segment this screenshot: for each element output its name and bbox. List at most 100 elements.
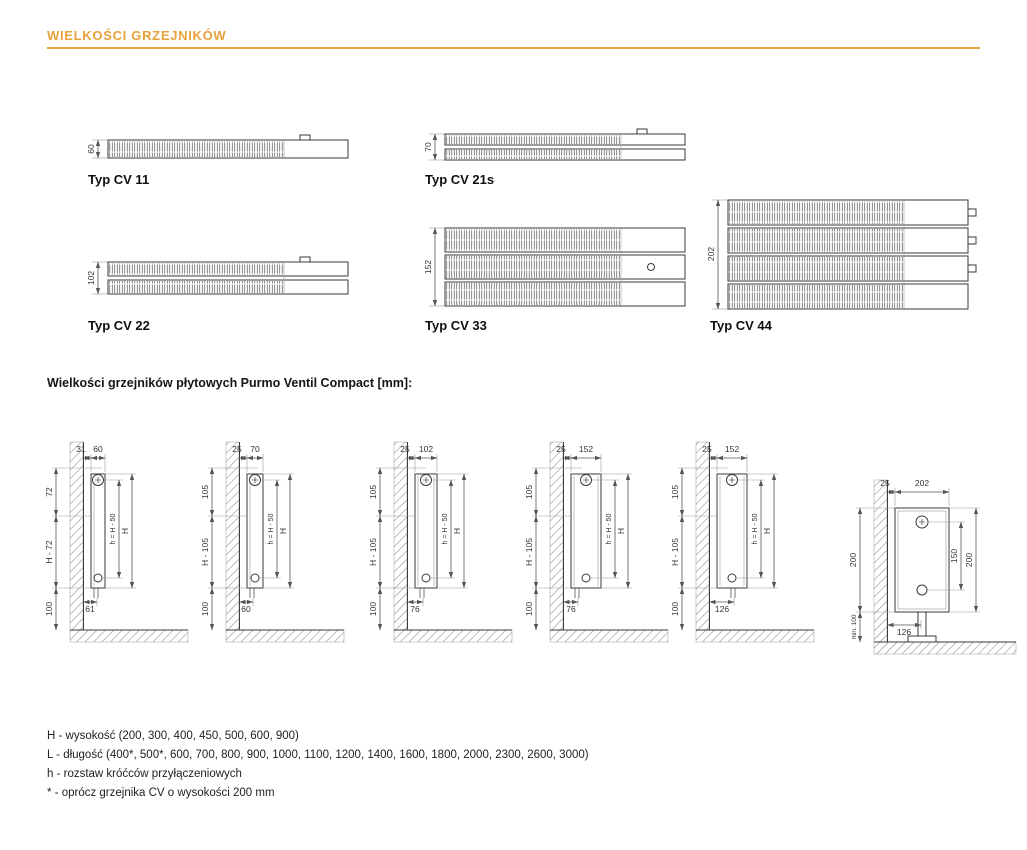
- wall-hatch: [225, 441, 240, 631]
- bottom-connection-dim: 60: [241, 604, 251, 614]
- depth-label: 152: [423, 260, 433, 274]
- height-dim: H: [278, 528, 288, 534]
- cv22-top-view-diagram: 102: [86, 256, 349, 295]
- radiator-top-view: [444, 227, 686, 307]
- side-view-cv33: 25 152 105 H - 105 100 h = H - 50 H 76: [524, 441, 669, 643]
- upper-offset-dim: 105: [524, 485, 534, 499]
- middle-offset-dim: H - 105: [524, 538, 534, 566]
- depth-label: 102: [86, 271, 96, 285]
- top-width-dim: 152: [725, 444, 739, 454]
- wall-gap-dim: 25: [400, 444, 410, 454]
- radiator-side-view: [90, 473, 106, 598]
- middle-offset-dim: H - 72: [44, 540, 54, 563]
- radiator-side-view: [570, 473, 602, 598]
- bottom-connection-dim: 126: [715, 604, 729, 614]
- wall-gap-dim: 25: [556, 444, 566, 454]
- floor-hatch: [69, 629, 189, 643]
- cv44-top-view-diagram: 202: [706, 199, 977, 310]
- depth-dimension: 70: [423, 133, 445, 161]
- depth-dimension: 60: [86, 139, 108, 159]
- right-height-dim: 200: [964, 553, 974, 567]
- middle-offset-dim: H - 105: [670, 538, 680, 566]
- depth-label: 60: [86, 144, 96, 154]
- top-width-dim: 202: [915, 478, 929, 488]
- wall-section: [393, 441, 513, 643]
- floor-clearance-dim: 100: [368, 602, 378, 616]
- radiator-top-view: [107, 134, 349, 159]
- top-width-dim: 152: [579, 444, 593, 454]
- wall-hatch: [695, 441, 710, 631]
- wall-hatch: [69, 441, 84, 631]
- convector-fins: [729, 285, 903, 308]
- drain-valve: [727, 573, 737, 583]
- legend-line-length: L - długość (400*, 500*, 600, 700, 800, …: [47, 749, 589, 761]
- floor-hatch: [225, 629, 345, 643]
- valve-knob: [299, 256, 311, 263]
- convector-fins: [729, 201, 903, 224]
- wall-gap-dim: 25: [880, 478, 890, 488]
- middle-offset-dim: H - 105: [368, 538, 378, 566]
- convector-fins: [446, 229, 620, 251]
- cv33-type-label: Typ CV 33: [425, 318, 487, 333]
- radiator-body: [716, 473, 748, 589]
- drain-valve: [250, 573, 260, 583]
- floor-clearance-dim: 100: [524, 602, 534, 616]
- radiator-body: [246, 473, 264, 589]
- radiator-body: [570, 473, 602, 589]
- inner-height-dim: 150: [949, 549, 959, 563]
- height-dim: H: [452, 528, 462, 534]
- depth-label: 202: [706, 247, 716, 261]
- convector-fins: [109, 141, 283, 157]
- radiator-top-view: [444, 128, 686, 161]
- dimensions: 25 152 105 H - 105 100 h = H - 50 H 126: [670, 444, 778, 631]
- floor-hatch: [393, 629, 513, 643]
- cv22-type-label: Typ CV 22: [88, 318, 150, 333]
- title-rule: [47, 47, 980, 49]
- left-height-dim: 200: [848, 553, 858, 567]
- cv21s-top-view-diagram: 70: [423, 128, 686, 161]
- drain-valve: [93, 573, 103, 583]
- depth-dimension: 102: [86, 261, 108, 295]
- top-width-dim: 60: [93, 444, 103, 454]
- bottom-connection-dim: 76: [410, 604, 420, 614]
- legend: H - wysokość (200, 300, 400, 450, 500, 6…: [47, 730, 589, 806]
- convector-fins: [446, 150, 620, 159]
- upper-offset-dim: 72: [44, 487, 54, 497]
- side-view-cv11: 31 60 72 H - 72 100 h = H - 50 H 61: [44, 441, 189, 643]
- wall-gap-dim: 25: [232, 444, 242, 454]
- middle-offset-dim: H - 105: [200, 538, 210, 566]
- legend-line-note: * - oprócz grzejnika CV o wysokości 200 …: [47, 787, 275, 799]
- connection-spacing-dim: h = H - 50: [606, 513, 613, 544]
- wall-section: [549, 441, 669, 643]
- convector-fins: [446, 283, 620, 305]
- depth-dimension: 202: [706, 199, 728, 310]
- upper-offset-dim: 105: [200, 485, 210, 499]
- cv33-top-view-diagram: 152: [423, 227, 686, 307]
- dimensions: 25 102 105 H - 105 100 h = H - 50 H 76: [368, 444, 468, 631]
- floor-hatch: [873, 641, 1017, 655]
- height-dim: H: [616, 528, 626, 534]
- connection-spacing-dim: h = H - 50: [110, 513, 117, 544]
- depth-label: 70: [423, 142, 433, 152]
- cv44-floor-detail-diagram: 25 202 200 min. 100 150 200 126: [848, 478, 1017, 655]
- height-dim: H: [120, 528, 130, 534]
- height-dim: H: [762, 528, 772, 534]
- side-view-cv44: 25 152 105 H - 105 100 h = H - 50 H 126: [670, 441, 815, 643]
- connection-spacing-dim: h = H - 50: [268, 513, 275, 544]
- wall-gap-dim: 25: [702, 444, 712, 454]
- cv11-type-label: Typ CV 11: [88, 172, 150, 187]
- wall-section: [873, 479, 1017, 655]
- legend-line-connection: h - rozstaw króćców przyłączeniowych: [47, 768, 242, 780]
- top-width-dim: 102: [419, 444, 433, 454]
- drain-valve: [421, 573, 431, 583]
- cv21s-type-label: Typ CV 21s: [425, 172, 495, 187]
- convector-fins: [729, 229, 903, 252]
- radiator-side-view: [246, 473, 264, 598]
- bottom-connection-dim: 76: [566, 604, 576, 614]
- connection-spacing-dim: h = H - 50: [442, 513, 449, 544]
- side-view-cv22: 25 102 105 H - 105 100 h = H - 50 H 76: [368, 441, 513, 643]
- legend-line-height: H - wysokość (200, 300, 400, 450, 500, 6…: [47, 730, 299, 742]
- top-width-dim: 70: [250, 444, 260, 454]
- wall-hatch: [873, 479, 888, 643]
- convector-fins: [446, 135, 620, 144]
